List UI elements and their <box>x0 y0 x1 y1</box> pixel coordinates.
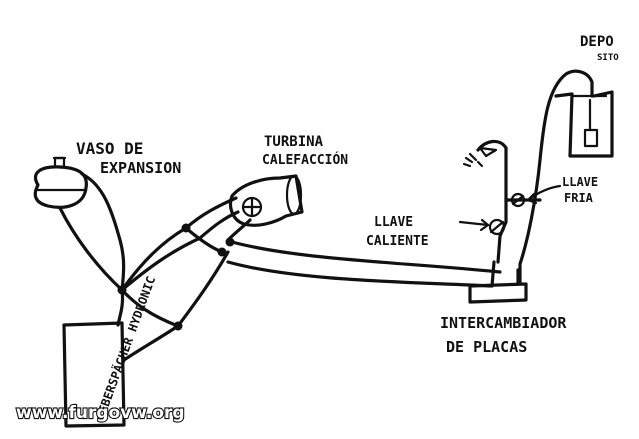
plate-heat-exchanger <box>468 260 528 304</box>
llave-caliente-label-line1: LLAVE <box>374 215 413 230</box>
deposito-label-line1: DEPO <box>580 34 614 50</box>
deposito-label-line2: SITO <box>597 53 619 63</box>
llave-caliente-label-line2: CALIENTE <box>366 234 429 249</box>
heating-turbine <box>228 174 304 227</box>
junction-nodes <box>117 223 235 331</box>
annotation-arrows <box>458 184 562 232</box>
shower <box>462 139 508 264</box>
turbina-label-line1: TURBINA <box>264 134 324 150</box>
hot-valve-icon <box>488 218 506 236</box>
intercambiador-label-line2: DE PLACAS <box>446 338 527 356</box>
expansion-pipes <box>58 172 126 292</box>
expansion-vessel <box>33 156 88 209</box>
circuit-pipes <box>116 196 502 362</box>
watermark: www.furgovw.org <box>16 403 185 423</box>
labels: VASO DE EXPANSION TURBINA CALEFACCIÓN DE… <box>76 34 619 356</box>
water-tank <box>518 69 614 286</box>
vaso-label-line2: EXPANSION <box>100 159 181 177</box>
llave-fria-label-line2: FRIA <box>564 191 594 205</box>
turbina-label-line2: CALEFACCIÓN <box>262 152 348 168</box>
intercambiador-label-line1: INTERCAMBIADOR <box>440 314 567 332</box>
vaso-label-line1: VASO DE <box>76 139 143 158</box>
llave-fria-label-line1: LLAVE <box>562 175 598 189</box>
